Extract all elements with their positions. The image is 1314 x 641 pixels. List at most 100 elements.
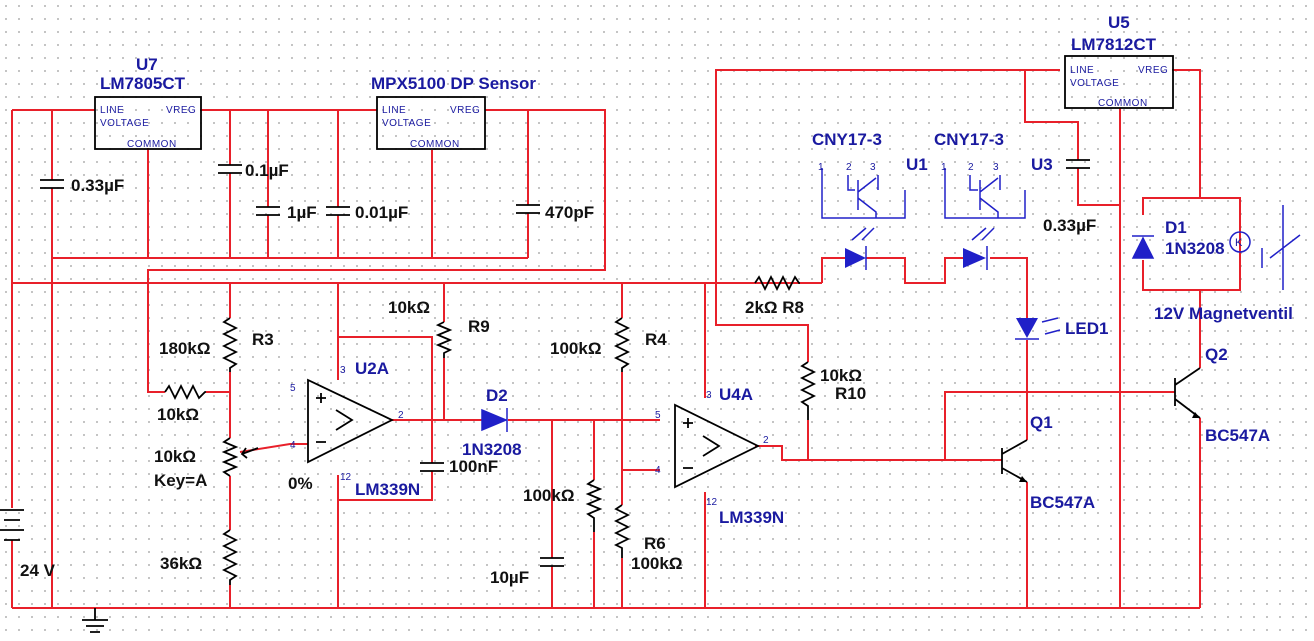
led-led1: [1015, 317, 1061, 340]
svg-text:1: 1: [941, 162, 947, 173]
u5-part: LM7812CT: [1071, 35, 1157, 54]
svg-text:K: K: [1235, 237, 1243, 249]
regulator-u5[interactable]: LINE VOLTAGE VREG COMMON: [1064, 55, 1174, 109]
relay-coil: K: [1229, 231, 1251, 253]
capacitor-c5: [516, 204, 540, 214]
svg-text:3: 3: [340, 365, 346, 376]
r10-value: 10kΩ: [820, 366, 862, 385]
c3-value: 1µF: [287, 203, 317, 222]
svg-text:VOLTAGE: VOLTAGE: [1070, 78, 1119, 89]
u3-ref: U3: [1031, 155, 1053, 174]
capacitor-c3: [256, 206, 280, 216]
svg-text:1: 1: [818, 162, 824, 173]
valve-contact: [1261, 205, 1301, 290]
svg-text:LINE: LINE: [1070, 65, 1094, 76]
capacitor-c2: [218, 164, 242, 174]
r10-ref: R10: [835, 384, 866, 403]
r6-value: 100kΩ: [631, 554, 682, 573]
capacitor-c1: [40, 179, 64, 189]
c5-value: 470pF: [545, 203, 594, 222]
c8-value: 0.33µF: [1043, 216, 1096, 235]
c4-value: 0.01µF: [355, 203, 408, 222]
r3-value: 180kΩ: [159, 339, 210, 358]
r3-ref: R3: [252, 330, 274, 349]
svg-text:3: 3: [706, 390, 712, 401]
comparator-u4a[interactable]: 3 5 4 2 12: [655, 390, 769, 508]
d2-ref: D2: [486, 386, 508, 405]
r-mid-value: 100kΩ: [523, 486, 574, 505]
sensor-part: MPX5100 DP Sensor: [371, 74, 536, 93]
r-in-value: 10kΩ: [157, 405, 199, 424]
svg-text:LINE: LINE: [100, 105, 124, 116]
resistor-r-mid: [585, 479, 603, 532]
svg-text:5: 5: [655, 410, 661, 421]
resistor-r9: [435, 321, 453, 358]
u7-ref: U7: [136, 55, 158, 74]
u7-part: LM7805CT: [100, 74, 186, 93]
diode-d2: [481, 408, 508, 432]
d1-ref: D1: [1165, 218, 1187, 237]
svg-text:2: 2: [763, 435, 769, 446]
resistor-r-in: [164, 383, 206, 401]
svg-text:4: 4: [290, 440, 296, 451]
capacitor-c7: [540, 557, 564, 567]
resistor-r10: [799, 361, 817, 420]
pot-value: 10kΩ: [154, 447, 196, 466]
battery-24v: [0, 509, 24, 541]
r8-label: 2kΩ R8: [745, 298, 804, 317]
u5-ref: U5: [1108, 13, 1130, 32]
capacitor-c8: [1066, 159, 1090, 169]
potentiometer[interactable]: [221, 437, 259, 477]
svg-text:COMMON: COMMON: [127, 139, 177, 150]
svg-text:VOLTAGE: VOLTAGE: [382, 118, 431, 129]
c2-value: 0.1µF: [245, 161, 289, 180]
svg-text:2: 2: [846, 162, 852, 173]
c6-value: 100nF: [449, 457, 498, 476]
u2a-part: LM339N: [355, 480, 420, 499]
r-bot-value: 36kΩ: [160, 554, 202, 573]
comparator-u2a[interactable]: 3 5 4 2 12: [290, 365, 404, 483]
r4-value: 100kΩ: [550, 339, 601, 358]
valve-label: 12V Magnetventil: [1154, 304, 1293, 323]
svg-text:COMMON: COMMON: [410, 139, 460, 150]
battery-label: 24 V: [20, 561, 56, 580]
resistor-r6: [613, 504, 631, 558]
svg-text:VREG: VREG: [166, 105, 196, 116]
q1-part: BC547A: [1030, 493, 1095, 512]
r6-ref: R6: [644, 534, 666, 553]
q2-ref: Q2: [1205, 345, 1228, 364]
r9-ref: R9: [468, 317, 490, 336]
resistor-r-bot: [221, 529, 239, 585]
svg-text:COMMON: COMMON: [1098, 98, 1148, 109]
q2-part: BC547A: [1205, 426, 1270, 445]
u3-part: CNY17-3: [934, 130, 1004, 149]
svg-text:VREG: VREG: [450, 105, 480, 116]
svg-text:12: 12: [340, 472, 352, 483]
capacitor-c4: [326, 206, 350, 216]
pressure-sensor[interactable]: LINE VOLTAGE VREG COMMON: [376, 96, 486, 150]
u1-ref: U1: [906, 155, 928, 174]
optocoupler-u3[interactable]: 1 2 3: [941, 162, 1026, 270]
svg-text:5: 5: [290, 383, 296, 394]
u1-part: CNY17-3: [812, 130, 882, 149]
svg-text:VOLTAGE: VOLTAGE: [100, 118, 149, 129]
svg-text:VREG: VREG: [1138, 65, 1168, 76]
u2a-ref: U2A: [355, 359, 389, 378]
pot-percent: 0%: [288, 474, 313, 493]
led1-ref: LED1: [1065, 319, 1108, 338]
svg-text:12: 12: [706, 497, 718, 508]
r9-value: 10kΩ: [388, 298, 430, 317]
r4-ref: R4: [645, 330, 667, 349]
u4a-ref: U4A: [719, 385, 753, 404]
svg-text:3: 3: [993, 162, 999, 173]
svg-text:2: 2: [968, 162, 974, 173]
transistor-q2: [1174, 367, 1201, 419]
resistor-r3: [221, 317, 239, 372]
ground-symbol: [82, 608, 108, 633]
pot-key: Key=A: [154, 471, 207, 490]
regulator-u7[interactable]: LINE VOLTAGE VREG COMMON: [94, 96, 202, 150]
q1-ref: Q1: [1030, 413, 1053, 432]
